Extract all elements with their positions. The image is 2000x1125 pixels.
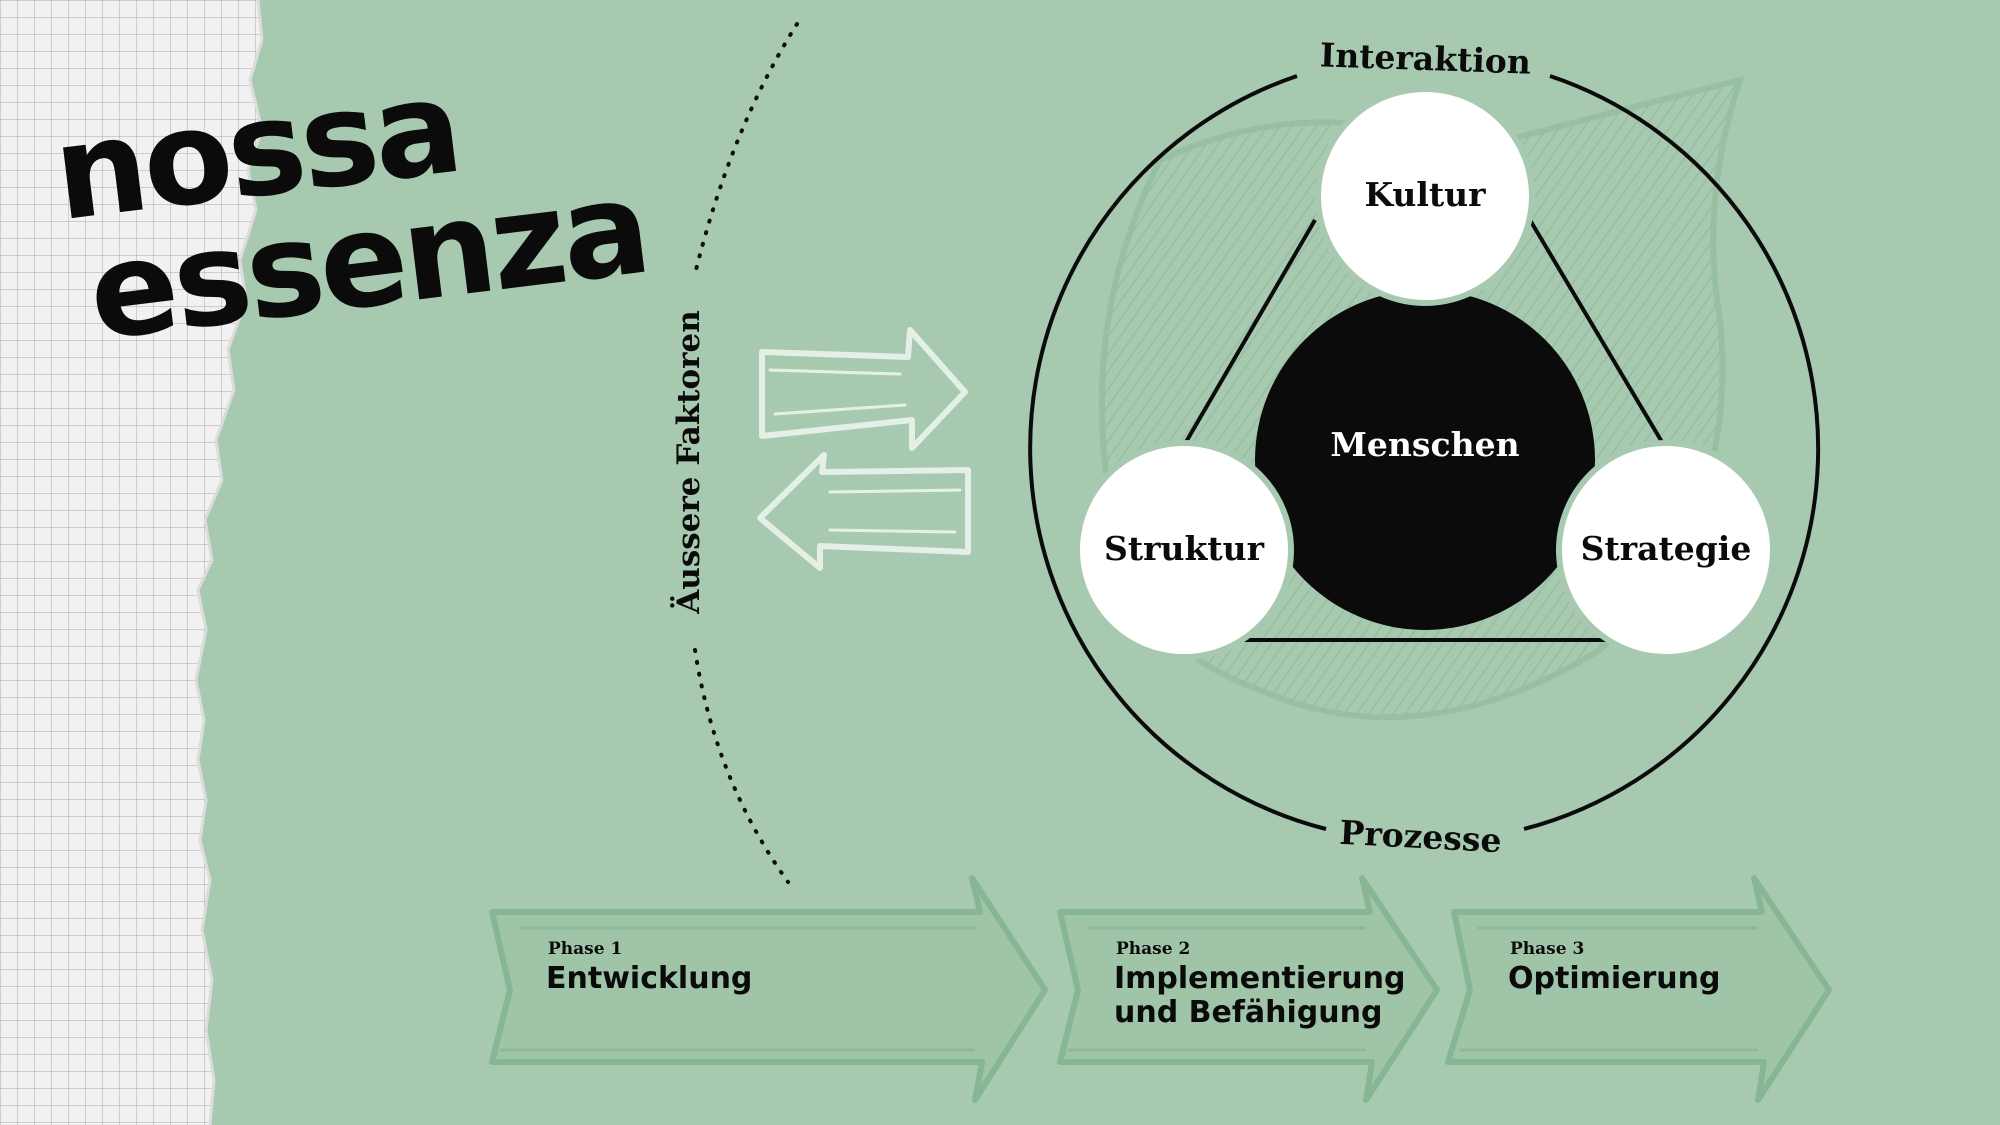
center-circle-menschen xyxy=(1255,290,1595,630)
triangle-connections xyxy=(1184,218,1664,642)
external-factors-label: Äussere Faktoren xyxy=(669,310,707,615)
node-strategie-label: Strategie xyxy=(1581,529,1752,568)
phase-2-title-line-2: und Befähigung xyxy=(1114,995,1382,1030)
node-kultur xyxy=(1315,86,1535,306)
node-strategie xyxy=(1556,440,1776,660)
phase-2-tag: Phase 2 xyxy=(1116,939,1190,959)
node-struktur-label: Struktur xyxy=(1104,529,1265,568)
phase-arrow-2: Phase 2 Implementierung und Befähigung xyxy=(1057,875,1440,1103)
phase-arrow-1: Phase 1 Entwicklung xyxy=(489,875,1048,1103)
center-label: Menschen xyxy=(1330,425,1519,464)
phase-1-tag: Phase 1 xyxy=(548,939,622,959)
node-kultur-label: Kultur xyxy=(1364,175,1486,214)
phase-2-title-line-1: Implementierung xyxy=(1114,961,1405,996)
phase-3-title: Optimierung xyxy=(1508,961,1720,996)
phase-1-title: Entwicklung xyxy=(546,961,752,996)
torn-paper-strip xyxy=(0,0,264,1125)
external-factors-arc-top xyxy=(692,22,799,280)
phase-arrow-3: Phase 3 Optimierung xyxy=(1445,875,1832,1103)
node-struktur xyxy=(1074,440,1294,660)
outer-ring xyxy=(1028,74,1821,831)
ring-label-interaktion: Interaktion xyxy=(1319,35,1531,81)
phase-3-tag: Phase 3 xyxy=(1510,939,1584,959)
ring-label-prozesse: Prozesse xyxy=(1339,813,1503,860)
exchange-arrows-icon xyxy=(757,327,971,571)
